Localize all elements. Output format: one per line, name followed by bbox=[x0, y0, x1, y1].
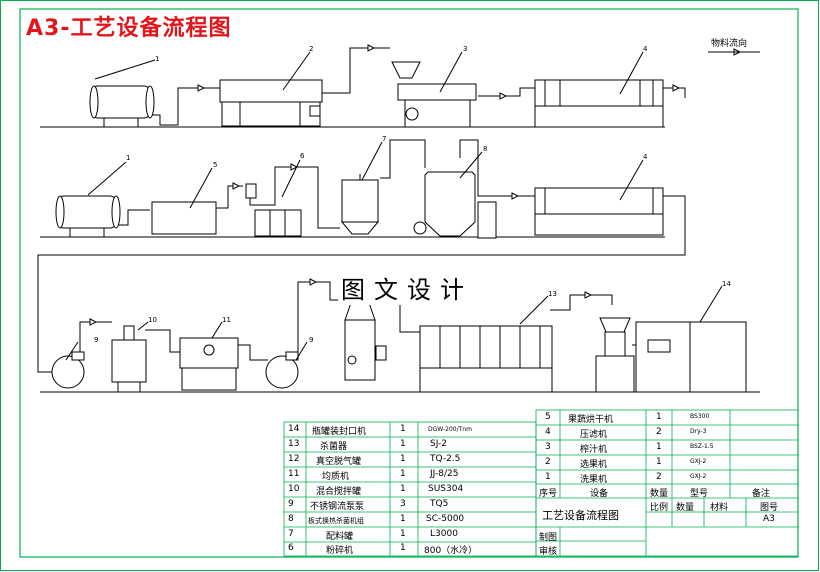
flow-direction-label: 物料流向 bbox=[711, 39, 748, 49]
title-block-sheet-label: 图号 bbox=[760, 503, 779, 513]
inner-frame bbox=[19, 8, 799, 558]
row-name: 果蔬烘干机 bbox=[568, 415, 614, 425]
row-no: 5 bbox=[545, 412, 551, 422]
header-model: 型号 bbox=[690, 489, 709, 499]
callout-11: 11 bbox=[222, 316, 231, 324]
row-name: 均质机 bbox=[322, 472, 350, 482]
row-qty: 1 bbox=[400, 514, 406, 524]
title-block-drawn: 制图 bbox=[539, 533, 558, 543]
row-model: BS300 bbox=[690, 413, 710, 420]
callout-13: 13 bbox=[548, 290, 557, 298]
equipment-row-2 bbox=[55, 141, 664, 239]
row-model: SUS304 bbox=[428, 484, 464, 494]
callout-7: 7 bbox=[382, 135, 387, 143]
row-qty: 2 bbox=[656, 427, 662, 437]
row-qty: 1 bbox=[400, 469, 406, 479]
title-block-scale: 比例 bbox=[650, 503, 669, 513]
row-model: Dry-3 bbox=[690, 428, 707, 435]
row-no: 7 bbox=[288, 529, 294, 539]
drawing-title: A3-工艺设备流程图 bbox=[26, 16, 232, 41]
row-qty: 1 bbox=[656, 457, 662, 467]
row-no: 14 bbox=[288, 424, 300, 434]
callout-9: 9 bbox=[94, 336, 99, 344]
row-model: SC-5000 bbox=[426, 514, 465, 524]
row-no: 13 bbox=[288, 439, 300, 449]
header-note: 备注 bbox=[752, 489, 771, 499]
row-qty: 3 bbox=[400, 499, 406, 509]
row-name: 榨汁机 bbox=[580, 445, 608, 455]
row-name: 洗果机 bbox=[580, 475, 608, 485]
row-no: 8 bbox=[288, 514, 294, 524]
row-name: 杀菌器 bbox=[320, 442, 348, 452]
row-model: L3000 bbox=[430, 529, 458, 539]
title-block-checked: 审核 bbox=[539, 547, 558, 557]
equipment-row-1 bbox=[89, 51, 664, 128]
header-qty: 数量 bbox=[650, 489, 669, 499]
row-no: 9 bbox=[288, 499, 294, 509]
row-name: 混合搅拌罐 bbox=[316, 487, 362, 497]
row-model: DGW-200/Tnm bbox=[428, 426, 472, 433]
row-qty: 1 bbox=[400, 439, 406, 449]
callout-4b: 4 bbox=[643, 153, 648, 161]
row-model: GXJ-2 bbox=[690, 473, 707, 480]
row-no: 6 bbox=[288, 543, 294, 553]
row-name: 粉碎机 bbox=[326, 546, 354, 556]
header-name: 设备 bbox=[590, 489, 609, 499]
row-qty: 1 bbox=[400, 529, 406, 539]
title-block-drawing-title: 工艺设备流程图 bbox=[542, 509, 619, 522]
row-name: 瓶罐装封口机 bbox=[312, 427, 367, 437]
row-no: 1 bbox=[545, 472, 551, 482]
title-block-sheet-value: A3 bbox=[763, 514, 775, 524]
title-block-quantity: 数量 bbox=[676, 503, 695, 513]
row-no: 3 bbox=[545, 442, 551, 452]
callout-2: 2 bbox=[309, 45, 314, 53]
row-qty: 1 bbox=[400, 454, 406, 464]
row-qty: 2 bbox=[656, 472, 662, 482]
row-no: 2 bbox=[545, 457, 551, 467]
callout-1b: 1 bbox=[126, 154, 131, 162]
row-model: TQ5 bbox=[430, 499, 449, 509]
row-no: 4 bbox=[545, 427, 551, 437]
row-model: SJ-2 bbox=[430, 439, 448, 449]
row-qty: 1 bbox=[400, 484, 406, 494]
callout-10: 10 bbox=[148, 316, 157, 324]
row-name: 选果机 bbox=[580, 460, 608, 470]
title-block-material: 材料 bbox=[710, 503, 729, 513]
callout-6: 6 bbox=[300, 152, 305, 160]
row-no: 12 bbox=[288, 454, 300, 464]
row-model: JJ-8/25 bbox=[430, 469, 459, 479]
header-no: 序号 bbox=[539, 489, 558, 499]
parts-table-grid bbox=[283, 409, 799, 557]
row-name: 板式换热杀菌机组 bbox=[308, 517, 364, 525]
callout-5: 5 bbox=[213, 161, 218, 169]
row-name: 压滤机 bbox=[580, 430, 608, 440]
callout-4: 4 bbox=[643, 45, 648, 53]
row-no: 11 bbox=[288, 469, 300, 479]
row-no: 10 bbox=[288, 484, 300, 494]
equipment-row-3 bbox=[51, 285, 747, 393]
callout-3: 3 bbox=[463, 45, 468, 53]
row-model: TQ-2.5 bbox=[430, 454, 461, 464]
row-name: 配料罐 bbox=[326, 532, 354, 542]
row-name: 不锈钢流泵泵 bbox=[310, 502, 365, 512]
row-qty: 1 bbox=[400, 543, 406, 553]
row-name: 真空脱气罐 bbox=[316, 457, 362, 467]
row-qty: 1 bbox=[656, 412, 662, 422]
callout-9b: 9 bbox=[309, 336, 314, 344]
callout-8: 8 bbox=[483, 145, 488, 153]
watermark-text: 图文设计 bbox=[338, 270, 476, 305]
callout-14: 14 bbox=[722, 280, 731, 288]
callout-1: 1 bbox=[155, 55, 160, 63]
row-qty: 1 bbox=[400, 424, 406, 434]
row-model: BSZ-1.5 bbox=[690, 443, 714, 450]
row-model: GXJ-2 bbox=[690, 458, 707, 465]
row-model: 800（水冷） bbox=[424, 546, 478, 556]
row-qty: 1 bbox=[656, 442, 662, 452]
